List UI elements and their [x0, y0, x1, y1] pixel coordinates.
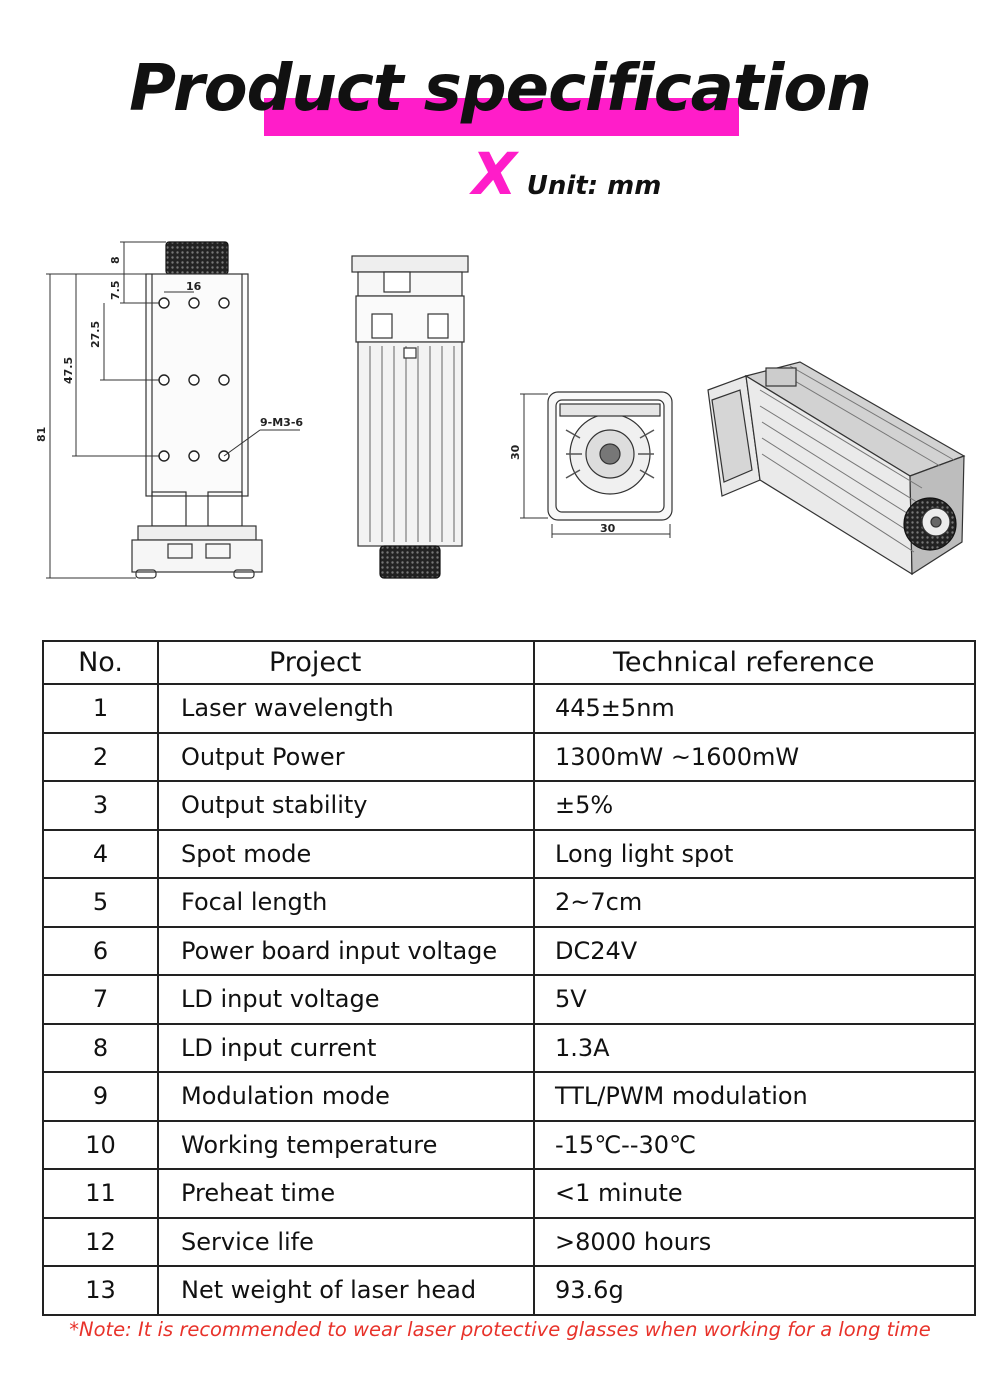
header-no: No. [42, 640, 159, 685]
row-project: Preheat time [157, 1168, 535, 1219]
row-reference: 1.3A [533, 1022, 976, 1073]
row-reference: 445±5nm [533, 683, 976, 734]
dim-total-height: 81 [35, 427, 48, 442]
row-project: Output Power [157, 731, 535, 782]
dim-top-hole-offset: 7.5 [109, 281, 122, 301]
dim-knob-height: 8 [109, 256, 122, 264]
row-project: Laser wavelength [157, 683, 535, 734]
side-view-drawing [351, 255, 469, 579]
dim-third-row: 47.5 [62, 357, 75, 384]
row-project: Net weight of laser head [157, 1265, 535, 1316]
row-reference: Long light spot [533, 828, 976, 879]
front-view-drawing [46, 241, 300, 579]
table-header-row: No. Project Technical reference [42, 640, 976, 685]
row-project: Service life [157, 1216, 535, 1267]
unit-row: X Unit: mm [472, 140, 662, 208]
row-reference: >8000 hours [533, 1216, 976, 1267]
row-no: 12 [42, 1216, 159, 1267]
row-no: 1 [42, 683, 159, 734]
row-no: 4 [42, 828, 159, 879]
drawings-svg: 8 7.5 16 27.5 47.5 81 9-M3-6 [35, 241, 966, 579]
dim-hole-spacing: 16 [186, 280, 202, 293]
page-title: Product specification [129, 52, 872, 126]
technical-drawings: 8 7.5 16 27.5 47.5 81 9-M3-6 [0, 230, 1000, 610]
unit-mark: X [472, 140, 517, 208]
row-project: LD input voltage [157, 974, 535, 1025]
row-project: Modulation mode [157, 1071, 535, 1122]
unit-label: Unit: mm [526, 171, 662, 201]
row-project: Focal length [157, 877, 535, 928]
row-no: 8 [42, 1022, 159, 1073]
row-reference: 2~7cm [533, 877, 976, 928]
row-project: Spot mode [157, 828, 535, 879]
perspective-view-drawing [707, 361, 966, 576]
row-no: 5 [42, 877, 159, 928]
header-project: Project [157, 640, 535, 685]
row-no: 2 [42, 731, 159, 782]
row-reference: <1 minute [533, 1168, 976, 1219]
row-reference: -15℃--30℃ [533, 1119, 976, 1170]
dim-top-width: 30 [600, 522, 616, 535]
row-no: 6 [42, 925, 159, 976]
row-project: Output stability [157, 780, 535, 831]
title-highlight-bar [264, 98, 739, 136]
dim-second-row: 27.5 [89, 321, 102, 348]
top-view-drawing [520, 391, 673, 538]
header-reference: Technical reference [533, 640, 976, 685]
dim-top-depth: 30 [509, 444, 522, 460]
title-area: Product specification [0, 40, 1000, 160]
row-reference: 93.6g [533, 1265, 976, 1316]
dim-hole-spec: 9-M3-6 [260, 416, 303, 429]
row-project: LD input current [157, 1022, 535, 1073]
row-no: 9 [42, 1071, 159, 1122]
row-reference: TTL/PWM modulation [533, 1071, 976, 1122]
row-no: 7 [42, 974, 159, 1025]
row-no: 3 [42, 780, 159, 831]
safety-note: *Note: It is recommended to wear laser p… [69, 1318, 931, 1341]
row-reference: DC24V [533, 925, 976, 976]
row-reference: ±5% [533, 780, 976, 831]
row-no: 10 [42, 1119, 159, 1170]
row-no: 13 [42, 1265, 159, 1316]
row-no: 11 [42, 1168, 159, 1219]
row-project: Power board input voltage [157, 925, 535, 976]
row-reference: 1300mW ~1600mW [533, 731, 976, 782]
row-reference: 5V [533, 974, 976, 1025]
row-project: Working temperature [157, 1119, 535, 1170]
